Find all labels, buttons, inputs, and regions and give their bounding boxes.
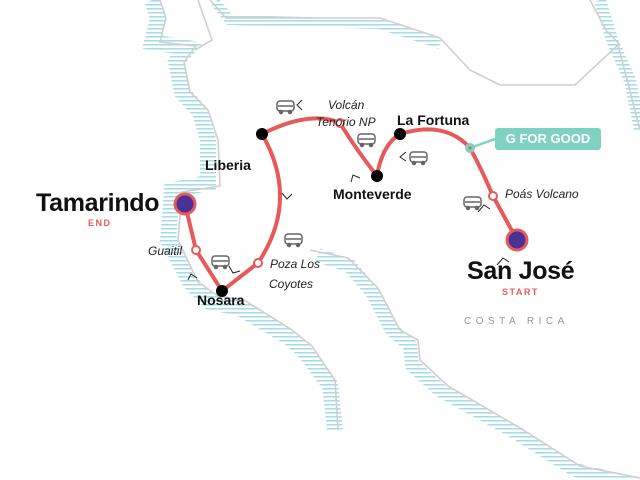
stop-label-coyotes: Coyotes bbox=[269, 277, 314, 291]
country-label: COSTA RICA bbox=[464, 316, 569, 327]
g-for-good-badge[interactable]: G FOR GOOD bbox=[495, 128, 601, 150]
bus-icon bbox=[409, 151, 428, 166]
coastline bbox=[159, 0, 640, 479]
start-city-label: San José bbox=[467, 257, 575, 285]
bus-icons bbox=[211, 100, 482, 270]
stop-label-poza: Poza Los bbox=[270, 257, 321, 271]
stop-poas-marker bbox=[488, 191, 498, 201]
city-label-nosara: Nosara bbox=[197, 292, 245, 308]
bus-icon bbox=[284, 233, 303, 248]
start-marker bbox=[505, 228, 529, 252]
sea-hatching bbox=[142, 0, 640, 480]
bus-icon bbox=[276, 100, 295, 115]
stop-label-guaitil: Guaitil bbox=[148, 244, 183, 258]
start-tag: START bbox=[502, 287, 539, 297]
end-tag: END bbox=[88, 218, 112, 228]
direction-arrows bbox=[187, 99, 510, 281]
city-label-la-fortuna: La Fortuna bbox=[397, 112, 470, 128]
stop-markers bbox=[191, 118, 498, 268]
bus-icon bbox=[463, 196, 482, 211]
stop-label-tenorio: Tenorio NP bbox=[316, 115, 376, 129]
city-label-liberia: Liberia bbox=[205, 157, 251, 173]
bus-icon bbox=[211, 255, 230, 270]
stop-tenorio-marker bbox=[335, 118, 345, 128]
end-marker bbox=[173, 192, 197, 216]
stop-poza-marker bbox=[253, 258, 263, 268]
stop-label-volcan: Volcán bbox=[328, 98, 365, 112]
city-label-monteverde: Monteverde bbox=[333, 186, 412, 202]
city-markers bbox=[216, 128, 406, 297]
bus-icon bbox=[357, 133, 376, 148]
stop-guaitil-marker bbox=[191, 245, 201, 255]
stop-label-poas: Poás Volcano bbox=[505, 187, 579, 201]
end-city-label: Tamarindo bbox=[36, 189, 160, 217]
